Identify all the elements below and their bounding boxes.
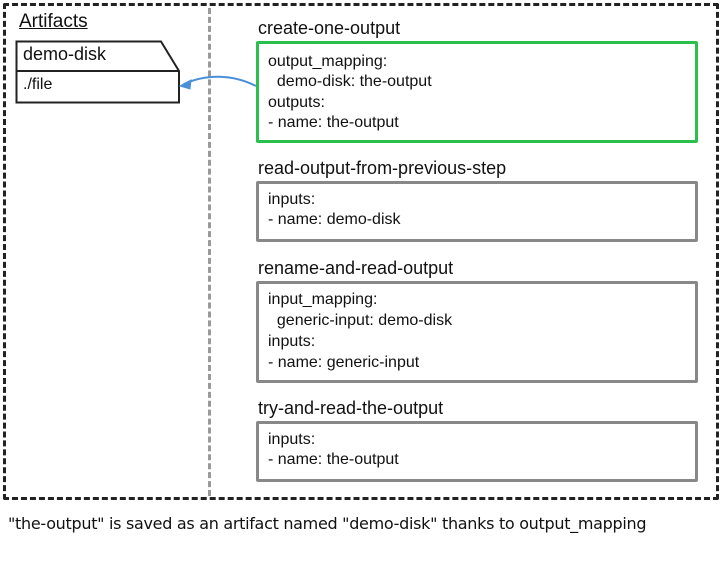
artifact-folder-shape (15, 40, 180, 104)
code-line: output_mapping: (268, 53, 388, 70)
step-box-try-and-read-the-output[interactable]: inputs: - name: the-output (256, 421, 698, 482)
step-title-try-and-read-the-output: try-and-read-the-output (258, 398, 444, 418)
diagram-caption: "the-output" is saved as an artifact nam… (8, 514, 647, 533)
step-title-read-output-from-previous-step: read-output-from-previous-step (258, 158, 507, 178)
column-divider (208, 8, 211, 496)
step-box-read-output-from-previous-step[interactable]: inputs: - name: demo-disk (256, 181, 698, 242)
artifact-name: demo-disk (23, 44, 107, 64)
code-line: inputs: (268, 333, 316, 350)
code-line: outputs: (268, 94, 325, 111)
code-line: generic-input: demo-disk (268, 312, 453, 329)
artifact-demo-disk[interactable]: demo-disk ./file (15, 40, 183, 104)
code-line: - name: demo-disk (268, 211, 401, 228)
code-line: - name: generic-input (268, 354, 420, 371)
step-title-create-one-output: create-one-output (258, 18, 401, 38)
step-title-rename-and-read-output: rename-and-read-output (258, 258, 454, 278)
code-line: input_mapping: (268, 291, 378, 308)
code-line: inputs: (268, 191, 316, 208)
code-line: - name: the-output (268, 114, 399, 131)
code-line: demo-disk: the-output (268, 73, 432, 90)
artifacts-heading: Artifacts (19, 11, 88, 32)
pipeline-frame (3, 3, 719, 500)
step-box-create-one-output[interactable]: output_mapping: demo-disk: the-output ou… (256, 41, 698, 143)
code-line: - name: the-output (268, 451, 399, 468)
artifact-file: ./file (23, 76, 53, 93)
step-box-rename-and-read-output[interactable]: input_mapping: generic-input: demo-disk … (256, 281, 698, 383)
code-line: inputs: (268, 431, 316, 448)
